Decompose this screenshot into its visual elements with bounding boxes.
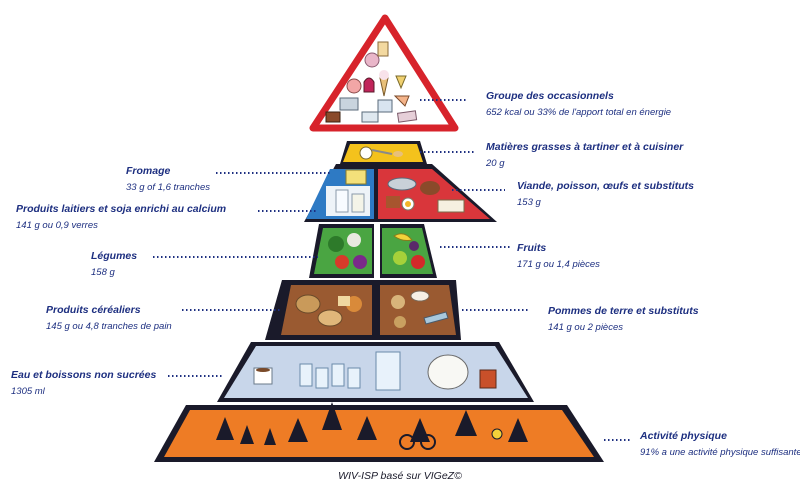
label-occasionnels: Groupe des occasionnels 652 kcal ou 33% … xyxy=(486,90,671,119)
label-pommes-de-terre-title: Pommes de terre et substituts xyxy=(548,305,699,317)
label-eau-title: Eau et boissons non sucrées xyxy=(11,369,157,381)
leader-lines xyxy=(153,99,630,441)
label-cereales-title: Produits céréaliers xyxy=(46,304,141,316)
label-matieres-grasses: Matières grasses à tartiner et à cuisine… xyxy=(486,141,683,170)
label-viande-title: Viande, poisson, œufs et substituts xyxy=(517,180,694,192)
label-produits-laitiers: Produits laitiers et soja enrichi au cal… xyxy=(16,203,226,232)
source-caption: WIV-ISP basé sur VIGeZ© xyxy=(338,470,462,482)
label-fromage-value: 33 g of 1,6 tranches xyxy=(126,182,210,193)
label-legumes-value: 158 g xyxy=(91,267,115,278)
label-produits-laitiers-title: Produits laitiers et soja enrichi au cal… xyxy=(16,203,227,215)
label-activite-title: Activité physique xyxy=(640,430,727,442)
label-activite-value: 91% a une activité physique suffisante xyxy=(640,447,800,458)
tier-cereales-pommes xyxy=(265,280,461,340)
sweets-illustration xyxy=(325,41,418,123)
label-viande-value: 153 g xyxy=(517,197,541,208)
label-fruits-title: Fruits xyxy=(517,242,547,254)
label-legumes-title: Légumes xyxy=(91,250,138,262)
tier-legumes-fruits xyxy=(300,222,502,280)
tier-matieres-grasses xyxy=(340,141,427,164)
label-viande: Viande, poisson, œufs et substituts 153 … xyxy=(517,180,694,209)
label-fruits: Fruits 171 g ou 1,4 pièces xyxy=(517,242,600,271)
tier-activite-physique xyxy=(154,402,604,462)
label-legumes: Légumes 158 g xyxy=(91,250,137,279)
label-cereales-value: 145 g ou 4,8 tranches de pain xyxy=(46,321,172,332)
label-matieres-grasses-value: 20 g xyxy=(486,158,505,169)
label-occasionnels-value: 652 kcal ou 33% de l'apport total en éne… xyxy=(486,107,672,118)
label-activite: Activité physique 91% a une activité phy… xyxy=(640,430,800,459)
label-pommes-de-terre: Pommes de terre et substituts 141 g ou 2… xyxy=(548,305,699,334)
label-pommes-de-terre-value: 141 g ou 2 pièces xyxy=(548,322,624,333)
tier-eau xyxy=(217,342,534,402)
label-eau: Eau et boissons non sucrées 1305 ml xyxy=(11,369,156,398)
label-occasionnels-title: Groupe des occasionnels xyxy=(486,90,614,102)
label-fruits-value: 171 g ou 1,4 pièces xyxy=(517,259,600,270)
tier-proteines xyxy=(304,164,497,222)
label-fromage-title: Fromage xyxy=(126,165,171,177)
label-matieres-grasses-title: Matières grasses à tartiner et à cuisine… xyxy=(486,141,684,153)
label-fromage: Fromage 33 g of 1,6 tranches xyxy=(126,165,210,194)
label-eau-value: 1305 ml xyxy=(11,386,45,397)
label-produits-laitiers-value: 141 g ou 0,9 verres xyxy=(16,220,98,231)
label-cereales: Produits céréaliers 145 g ou 4,8 tranche… xyxy=(46,304,172,333)
occasionnels-triangle xyxy=(309,14,459,132)
